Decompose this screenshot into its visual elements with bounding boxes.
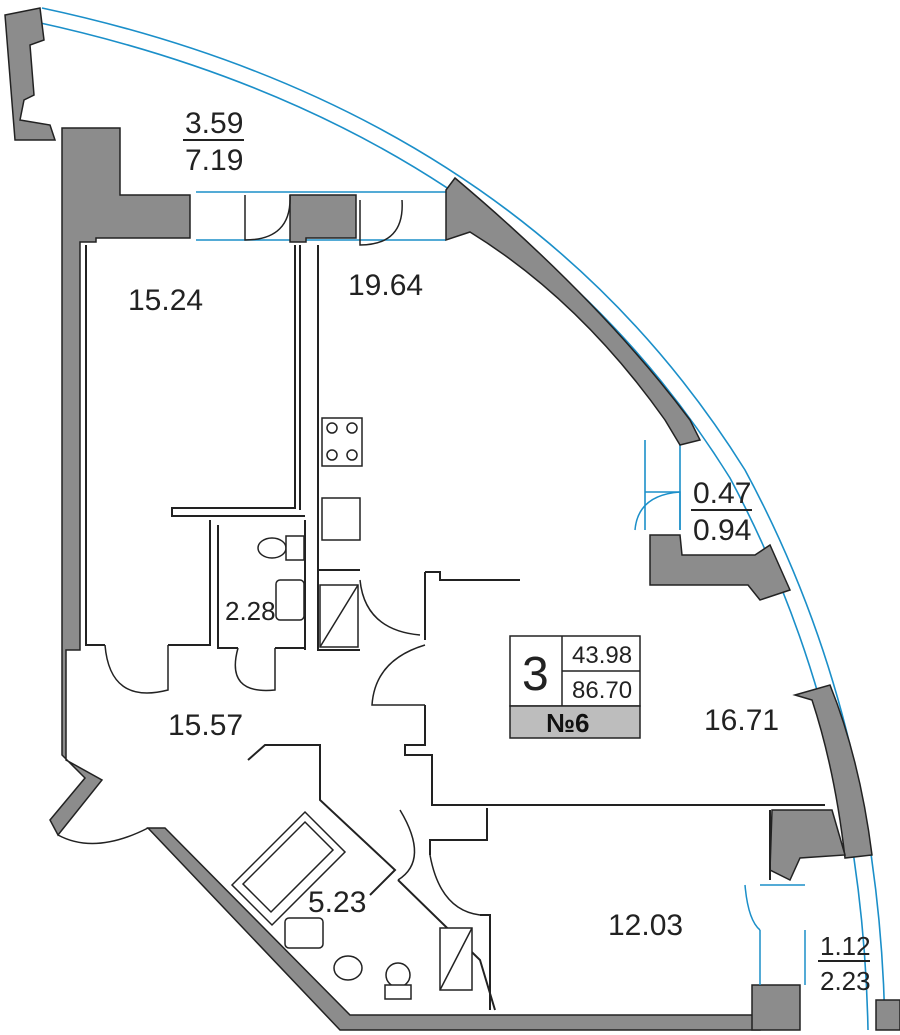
apartment-summary: 3 43.98 86.70 №6 [509,635,641,739]
glazing-lines [35,7,886,1031]
room-area2-balcony-bottom-right: 2.23 [820,966,871,996]
room-labels: 3.59 7.19 15.24 19.64 2.28 15.57 16.71 5… [128,107,871,996]
room-area-balcony-right-small: 0.47 [693,477,751,510]
room-area-bedroom-bottom: 12.03 [608,909,683,942]
room-area-balcony-top: 3.59 [185,107,243,140]
room-area2-balcony-top: 7.19 [185,144,243,177]
total-area: 86.70 [572,677,632,704]
glass-doors [634,491,806,985]
doors [57,194,481,916]
room-area-bathroom-small: 2.28 [225,596,276,626]
partitions [85,245,825,1011]
room-area2-balcony-right-small: 0.94 [693,514,751,547]
room-area-balcony-bottom-right: 1.12 [820,931,871,961]
apartment-number-badge [509,705,641,739]
room-area-bedroom-right: 16.71 [704,704,779,737]
walls [4,7,900,1031]
living-area: 43.98 [572,642,632,669]
room-area-bathroom-large: 5.23 [308,886,366,919]
room-area-kitchen-living: 19.64 [348,269,423,302]
room-area-hall: 15.57 [168,709,243,742]
apartment-number: №6 [546,708,589,738]
rooms-count: 3 [522,648,549,701]
room-area-bedroom-left: 15.24 [128,284,203,317]
fixtures [230,417,473,1000]
